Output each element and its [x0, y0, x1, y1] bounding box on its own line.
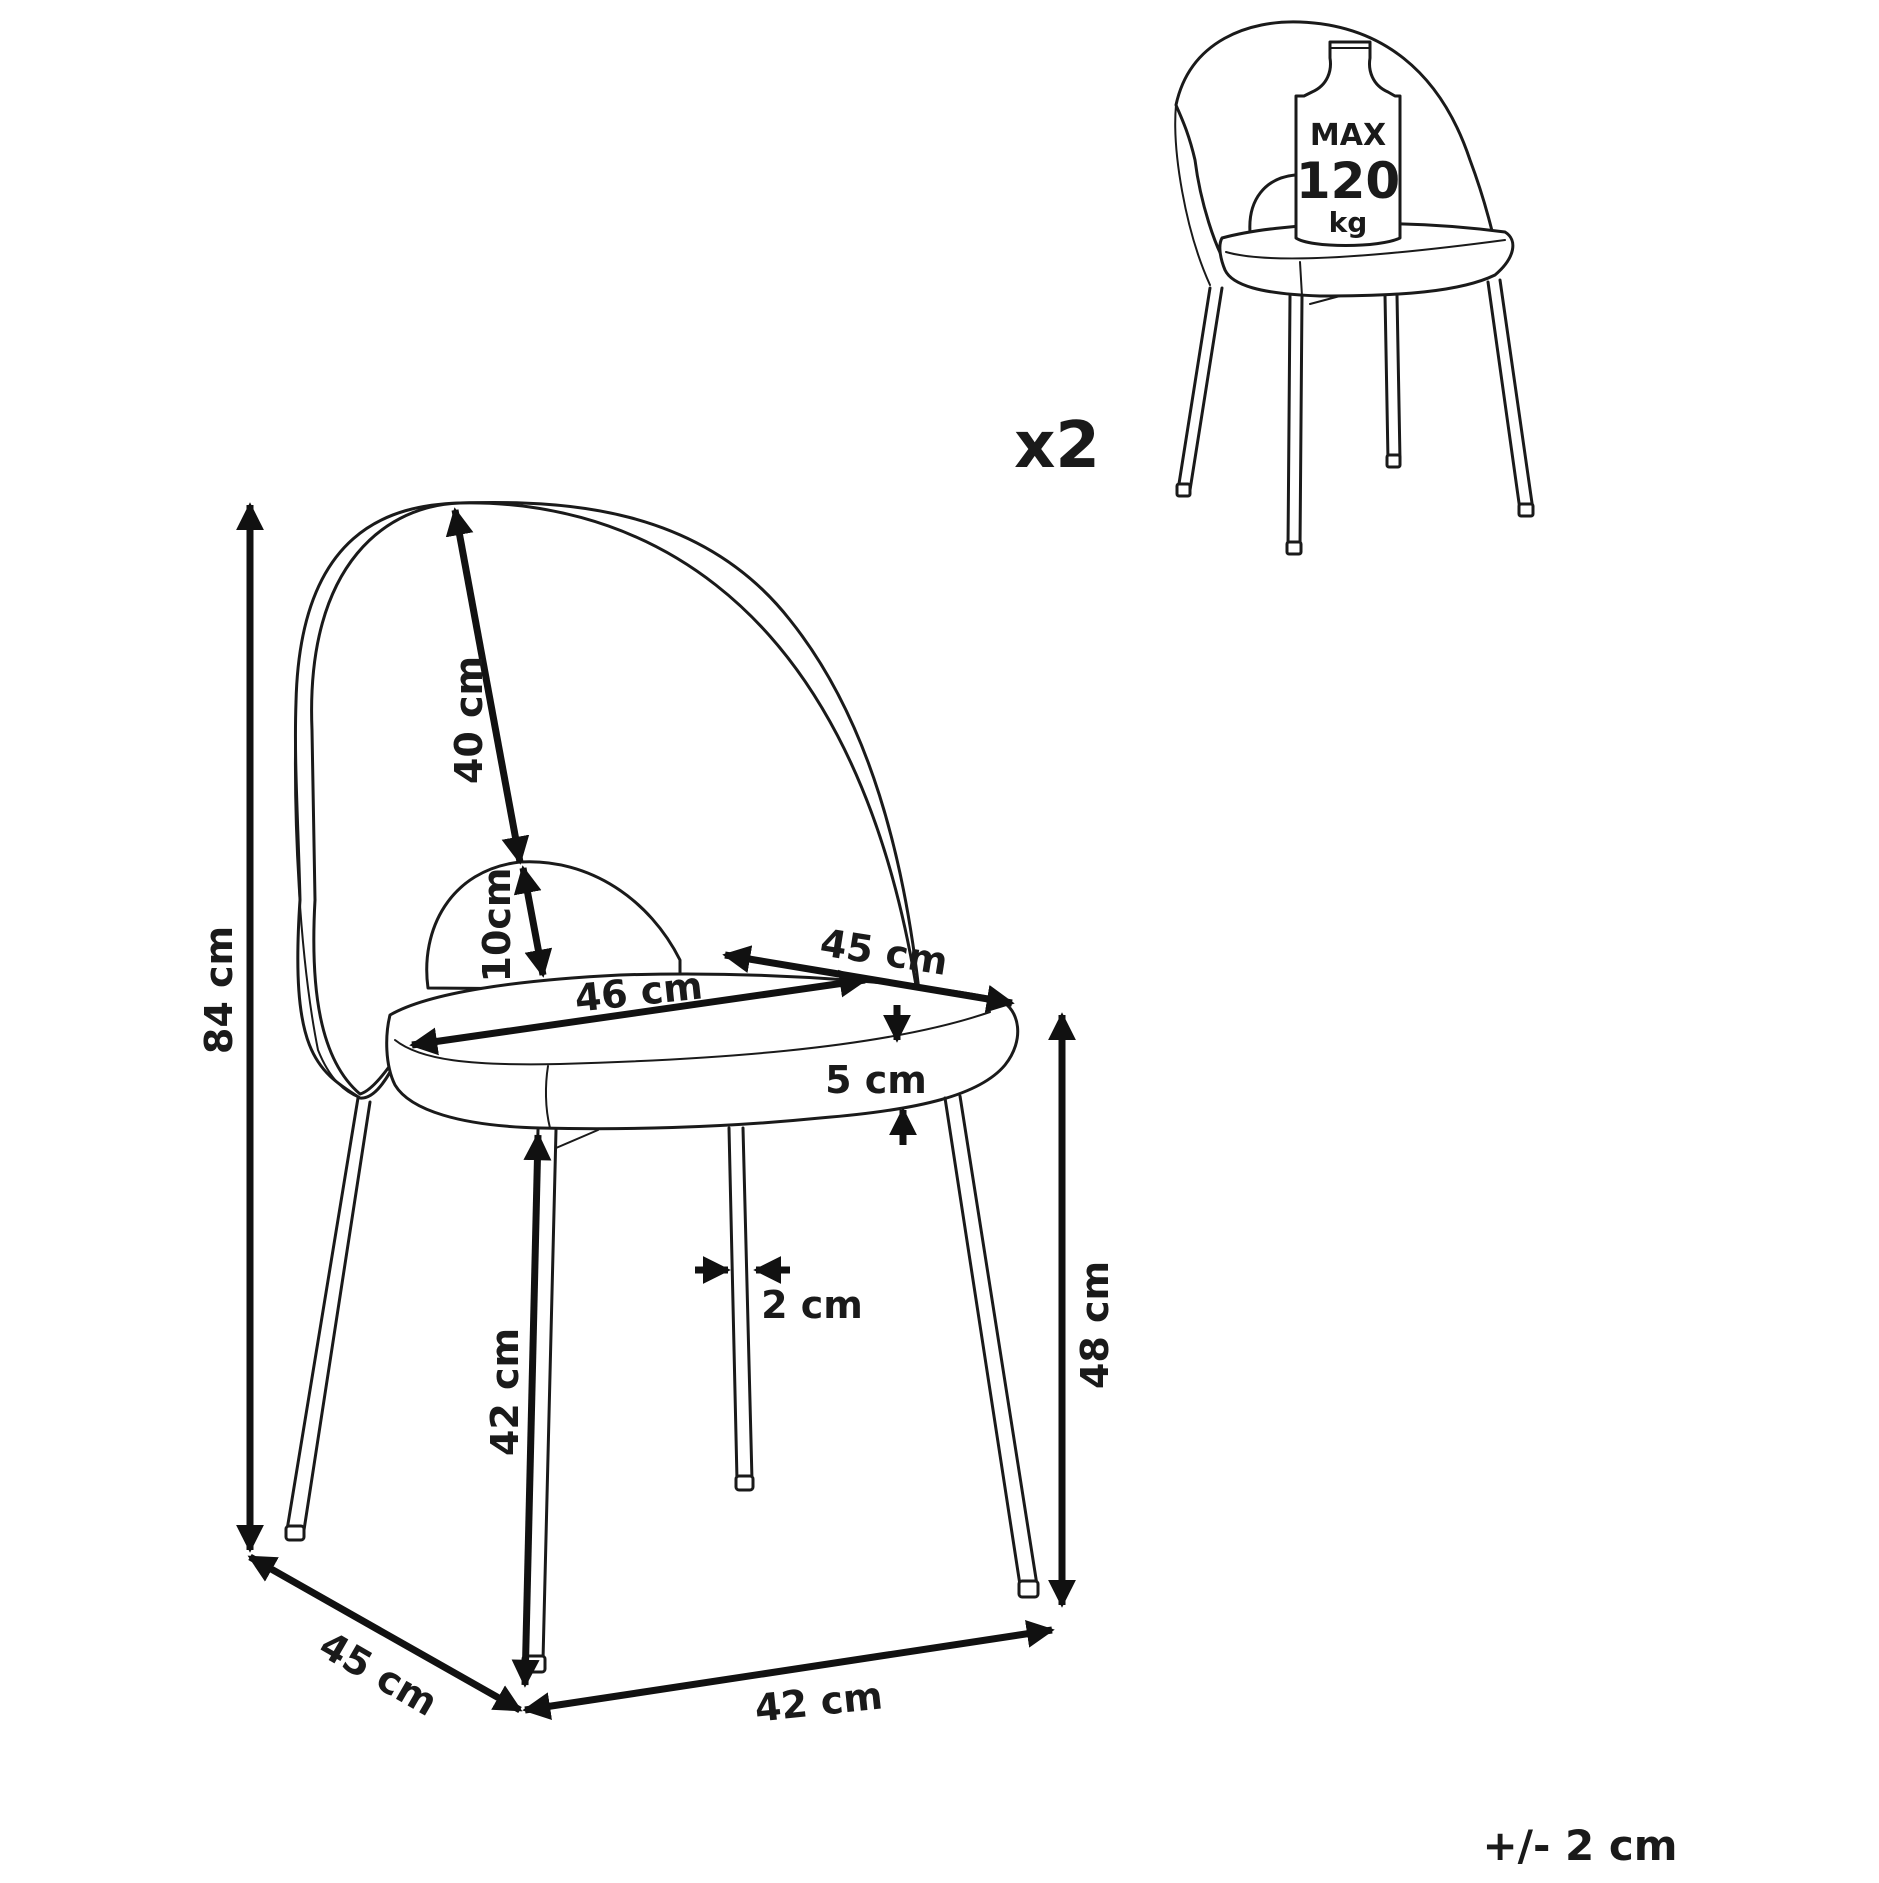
backrest-gap-label: 10cm — [475, 867, 519, 982]
load-seat-front-seam — [1299, 261, 1303, 297]
base-depth-arrow — [247, 1553, 523, 1714]
front-right-foot — [1017, 1579, 1040, 1599]
load-front-left-leg — [1286, 294, 1304, 550]
load-seat-brace — [1309, 295, 1341, 305]
rear-left-foot — [284, 1524, 306, 1542]
rear-right-leg — [727, 1126, 754, 1482]
seat-depth-arrow — [722, 945, 1015, 1013]
backrest-height-arrow — [445, 507, 530, 865]
max-load-line1: MAX — [1310, 118, 1386, 153]
load-rear-right-foot — [1385, 453, 1402, 469]
rear-right-foot — [734, 1474, 755, 1492]
backrest-edge — [293, 701, 361, 1099]
base-width-label: 42 cm — [753, 1673, 885, 1730]
front-right-leg — [943, 1094, 1039, 1587]
backrest-height-label: 40 cm — [447, 656, 491, 784]
weight-jar-icon — [1294, 40, 1402, 247]
seat-height-label: 48 cm — [1073, 1261, 1117, 1389]
quantity-label: x2 — [1014, 409, 1100, 483]
rear-left-leg — [285, 1096, 372, 1532]
max-load-line2: 120 — [1296, 152, 1400, 210]
base-depth-label: 45 cm — [312, 1623, 445, 1725]
load-front-right-foot — [1517, 502, 1535, 518]
seat-front-seam — [544, 1065, 551, 1129]
tolerance-label: +/- 2 cm — [1482, 1821, 1677, 1870]
seat-brace — [555, 1129, 599, 1149]
load-backrest-edge — [1174, 104, 1211, 286]
max-load-line3: kg — [1329, 206, 1368, 239]
dimension-arrows — [236, 502, 1076, 1721]
load-seat-seam — [1225, 239, 1506, 260]
load-rear-left-leg — [1176, 286, 1224, 492]
load-rear-left-foot — [1175, 482, 1192, 498]
leg-height-label: 42 cm — [483, 1328, 527, 1456]
load-rear-right-leg — [1383, 293, 1402, 462]
leg-height-arrow — [511, 1132, 552, 1688]
load-front-right-leg — [1486, 278, 1535, 512]
load-chair: MAX 120 kg — [1174, 20, 1535, 556]
seat-thickness-label: 5 cm — [825, 1058, 927, 1102]
backrest-gap-arrow — [513, 865, 553, 978]
leg-diameter-label: 2 cm — [761, 1283, 863, 1327]
base-width-arrow — [522, 1619, 1055, 1721]
load-front-left-foot — [1285, 540, 1303, 556]
total-height-label: 84 cm — [197, 926, 241, 1054]
